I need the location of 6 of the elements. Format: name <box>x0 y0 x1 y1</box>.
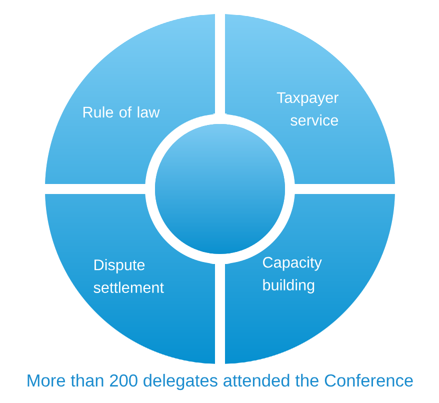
segment-label: Rule of law <box>83 106 160 118</box>
center-circle <box>155 124 285 254</box>
segment-label: Dispute settlement <box>94 259 164 293</box>
caption: More than 200 delegates attended the Conference <box>28 374 413 390</box>
segment-label: Taxpayer service <box>276 92 338 126</box>
segment-label: Capacity building <box>263 256 322 294</box>
